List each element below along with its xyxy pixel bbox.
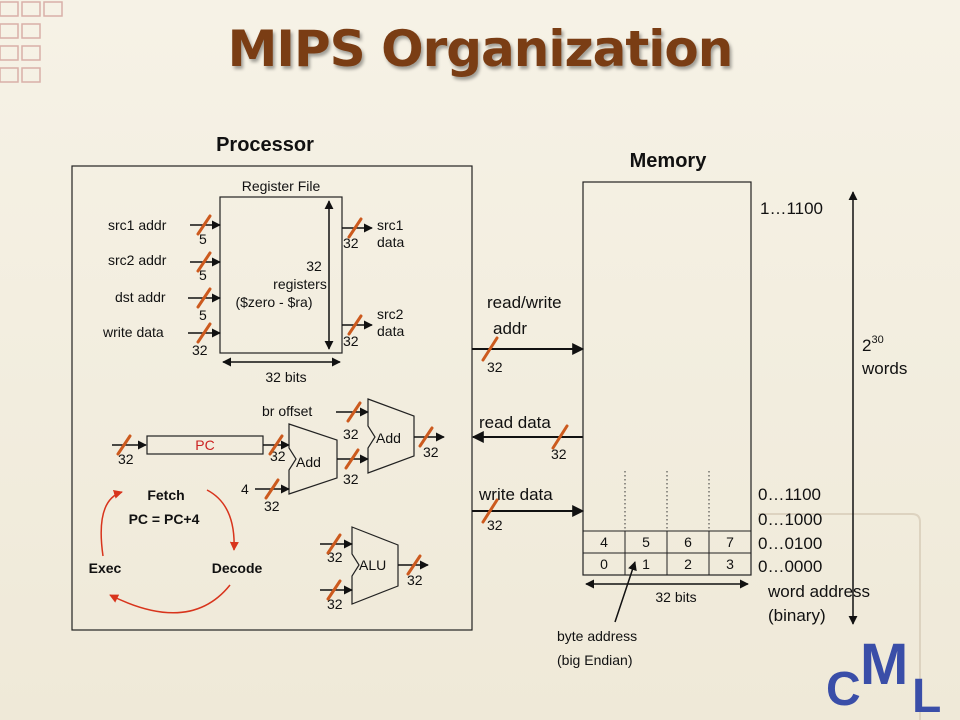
register-file-box (219, 196, 343, 354)
branch-adder-label: Add (376, 430, 401, 446)
processor-title: Processor (216, 134, 314, 156)
registers-range: ($zero - $ra) (235, 294, 312, 310)
byte-4: 4 (600, 534, 608, 550)
byte-address-label-1: byte address (557, 628, 637, 644)
addr-0-0000: 0…0000 (758, 557, 822, 576)
width-src2-data: 32 (343, 333, 359, 349)
decode-label: Decode (212, 560, 263, 576)
byte-1: 1 (642, 556, 650, 572)
byte-0: 0 (600, 556, 608, 572)
width-read-data: 32 (551, 446, 567, 462)
four-label: 4 (241, 481, 249, 497)
svg-text:C: C (826, 663, 861, 716)
svg-text:M: M (860, 632, 908, 697)
src2-addr-label: src2 addr (108, 252, 167, 268)
width-src1-data: 32 (343, 235, 359, 251)
word-address-label-2: (binary) (768, 606, 826, 625)
bus-width-slashes (116, 214, 569, 601)
src1-data-label-2: data (377, 234, 404, 250)
pc-adder-label: Add (296, 454, 321, 470)
branch-adder (367, 398, 415, 474)
width-dst-addr: 5 (199, 307, 207, 323)
pc-label: PC (195, 437, 214, 453)
corner-decoration (0, 1, 63, 83)
addr-0-1000: 0…1000 (758, 510, 822, 529)
addr-0-0100: 0…0100 (758, 534, 822, 553)
rw-addr-label-1: read/write (487, 293, 562, 312)
fetch-label: Fetch (147, 487, 184, 503)
cml-logo: C M L (826, 632, 941, 720)
src2-data-label-2: data (377, 323, 404, 339)
memory-byte-dots (624, 471, 710, 531)
write-data-label: write data (102, 324, 164, 340)
width-br-offset: 32 (343, 426, 359, 442)
width-rw-addr: 32 (487, 359, 503, 375)
width-alu-a: 32 (327, 549, 343, 565)
dst-addr-label: dst addr (115, 289, 166, 305)
byte-2: 2 (684, 556, 692, 572)
words-base: 2 (862, 336, 871, 355)
byte-address-pointer (614, 561, 637, 623)
write-data-bus-label: write data (478, 485, 553, 504)
src1-data-label-1: src1 (377, 217, 404, 233)
register-count: 32 (306, 258, 322, 274)
pc-adder (288, 423, 338, 495)
width-pc-adder-out: 32 (343, 471, 359, 487)
exec-to-fetch-arrow (100, 489, 123, 557)
width-alu-out: 32 (407, 572, 423, 588)
processor-box (71, 165, 473, 631)
width-pc-out: 32 (270, 448, 286, 464)
words-label: words (861, 359, 907, 378)
register-file-title: Register File (242, 178, 321, 194)
svg-text:L: L (912, 670, 941, 720)
src1-addr-label: src1 addr (108, 217, 167, 233)
decode-to-exec-arrow (109, 584, 231, 614)
br-offset-label: br offset (262, 403, 312, 419)
exec-label: Exec (89, 560, 122, 576)
width-write-data-bus: 32 (487, 517, 503, 533)
memory-byte-dividers (624, 531, 710, 575)
addr-top: 1…1100 (760, 199, 823, 218)
memory-title: Memory (630, 150, 708, 172)
words-count: 230 (862, 334, 884, 355)
byte-5: 5 (642, 534, 650, 550)
fetch-to-decode-arrow (206, 489, 239, 551)
width-branch-out: 32 (423, 444, 439, 460)
words-exponent: 30 (871, 334, 883, 346)
fetch-formula: PC = PC+4 (129, 511, 200, 527)
memory-width-label: 32 bits (655, 589, 696, 605)
byte-3: 3 (726, 556, 734, 572)
byte-address-label-2: (big Endian) (557, 652, 633, 668)
byte-7: 7 (726, 534, 734, 550)
width-alu-b: 32 (327, 596, 343, 612)
byte-6: 6 (684, 534, 692, 550)
word-address-label-1: word address (767, 582, 870, 601)
register-width-label: 32 bits (265, 369, 306, 385)
width-write-data: 32 (192, 342, 208, 358)
alu-label: ALU (359, 557, 386, 573)
corner-outline (758, 513, 921, 720)
src2-data-label-1: src2 (377, 306, 404, 322)
addr-0-1100: 0…1100 (758, 485, 821, 504)
rw-addr-label-2: addr (493, 319, 527, 338)
width-pc-in: 32 (118, 451, 134, 467)
width-src1-addr: 5 (199, 231, 207, 247)
width-src2-addr: 5 (199, 267, 207, 283)
width-four: 32 (264, 498, 280, 514)
slide-title: MIPS Organization (227, 20, 734, 78)
registers-label: registers (273, 276, 327, 292)
read-data-label: read data (479, 413, 551, 432)
